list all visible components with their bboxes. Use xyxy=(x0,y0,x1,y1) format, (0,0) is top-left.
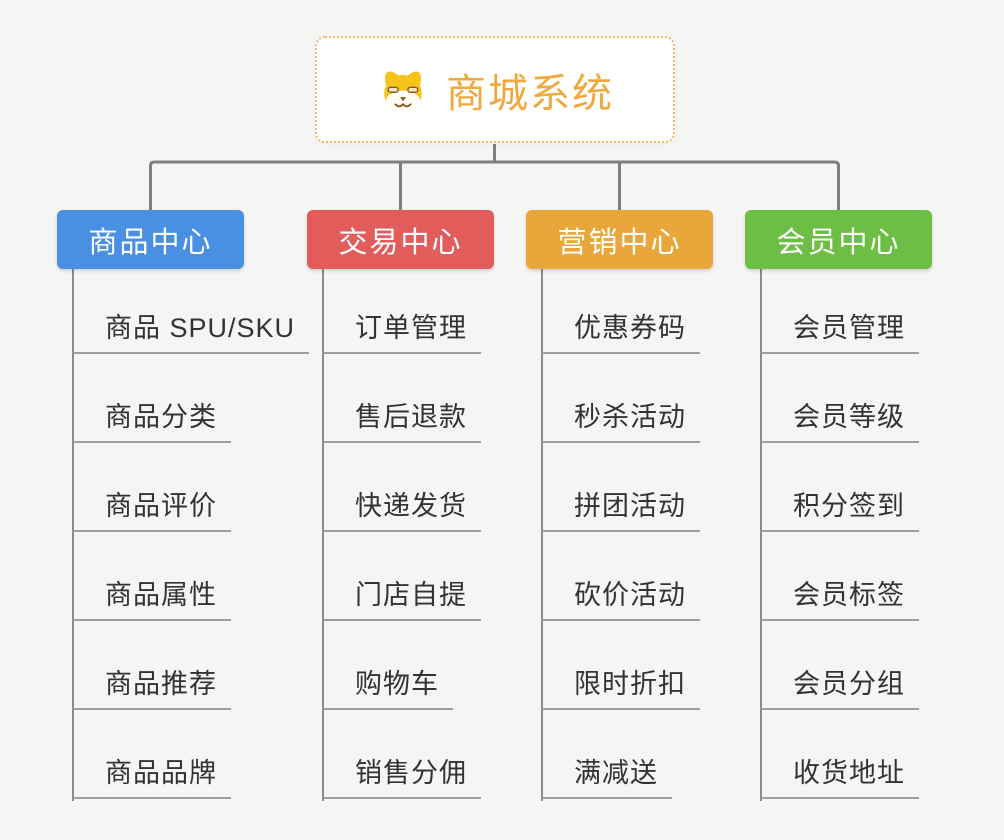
child-node[interactable]: 门店自提 xyxy=(323,577,481,621)
branch-connector-line xyxy=(541,269,543,801)
branch-connector-line xyxy=(322,269,324,801)
branch-node-3[interactable]: 营销中心 xyxy=(526,210,713,269)
child-node[interactable]: 会员管理 xyxy=(761,310,919,354)
branch-connector-line xyxy=(760,269,762,801)
branch-connector-line xyxy=(72,269,74,801)
child-node[interactable]: 拼团活动 xyxy=(542,488,700,532)
branch-node-2[interactable]: 交易中心 xyxy=(307,210,494,269)
child-node[interactable]: 销售分佣 xyxy=(323,755,481,799)
dog-face-icon xyxy=(384,71,422,113)
branch-node-4[interactable]: 会员中心 xyxy=(745,210,932,269)
root-node[interactable]: 商城系统 xyxy=(315,36,675,143)
branch-label: 商品中心 xyxy=(88,226,213,259)
child-node[interactable]: 会员标签 xyxy=(761,577,919,621)
child-node[interactable]: 商品 SPU/SKU xyxy=(73,310,310,354)
branch-label: 交易中心 xyxy=(338,226,463,259)
child-node[interactable]: 商品推荐 xyxy=(73,666,231,710)
child-node[interactable]: 商品品牌 xyxy=(73,755,231,799)
child-node[interactable]: 订单管理 xyxy=(323,310,481,354)
child-node[interactable]: 快递发货 xyxy=(323,488,481,532)
child-node[interactable]: 商品评价 xyxy=(73,488,231,532)
branch-label: 营销中心 xyxy=(557,226,682,259)
root-title: 商城系统 xyxy=(446,71,614,116)
child-node[interactable]: 满减送 xyxy=(542,755,672,799)
child-node[interactable]: 商品分类 xyxy=(73,399,231,443)
branch-label: 会员中心 xyxy=(776,226,901,259)
branch-node-1[interactable]: 商品中心 xyxy=(57,210,244,269)
child-node[interactable]: 秒杀活动 xyxy=(542,399,700,443)
child-node[interactable]: 限时折扣 xyxy=(542,666,700,710)
child-node[interactable]: 砍价活动 xyxy=(542,577,700,621)
child-node[interactable]: 会员等级 xyxy=(761,399,919,443)
child-node[interactable]: 售后退款 xyxy=(323,399,481,443)
child-node[interactable]: 会员分组 xyxy=(761,666,919,710)
child-node[interactable]: 购物车 xyxy=(323,666,453,710)
child-node[interactable]: 商品属性 xyxy=(73,577,231,621)
child-node[interactable]: 积分签到 xyxy=(761,488,919,532)
child-node[interactable]: 收货地址 xyxy=(761,755,919,799)
child-node[interactable]: 优惠券码 xyxy=(542,310,700,354)
